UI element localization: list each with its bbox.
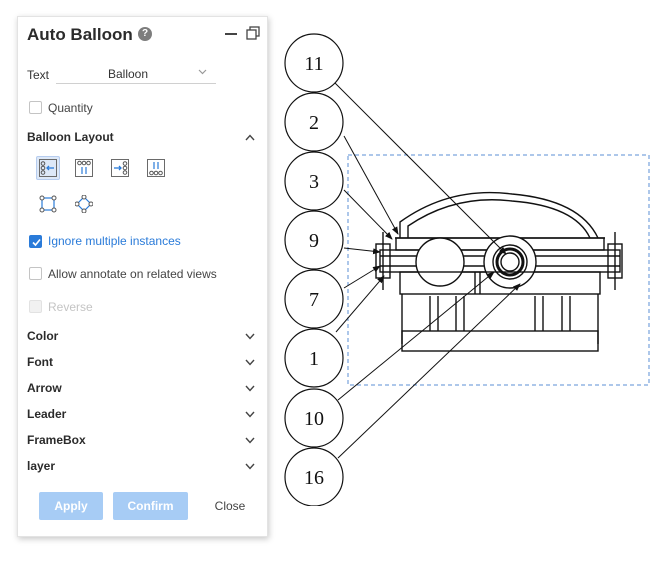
balloon-11[interactable]: 11 [284, 33, 344, 93]
balloon-layout-title: Balloon Layout [27, 130, 114, 144]
balloon-7-label: 7 [309, 289, 319, 311]
section-leader-title: Leader [27, 407, 67, 421]
reverse-checkbox [29, 300, 42, 313]
layout-rectangle-button[interactable] [36, 192, 60, 216]
layout-bottom-button[interactable] [144, 156, 168, 180]
balloon-layout-section[interactable]: Balloon Layout [27, 129, 259, 147]
text-label: Text [27, 68, 50, 82]
layout-top-button[interactable] [72, 156, 96, 180]
balloon-10[interactable]: 10 [284, 388, 344, 448]
ignore-multiple-checkbox[interactable] [29, 235, 42, 248]
balloon-2[interactable]: 2 [284, 92, 344, 152]
balloon-9[interactable]: 9 [284, 210, 344, 270]
section-layer-title: layer [27, 459, 56, 473]
section-framebox[interactable]: FrameBox [27, 432, 259, 450]
section-layer[interactable]: layer [27, 458, 259, 476]
text-select-value: Balloon [108, 67, 149, 81]
layout-right-icon [111, 159, 129, 177]
section-font-title: Font [27, 355, 53, 369]
section-color-title: Color [27, 329, 59, 343]
layout-diamond-icon [75, 195, 93, 213]
quantity-label: Quantity [48, 101, 93, 115]
section-color[interactable]: Color [27, 328, 259, 346]
balloon-7[interactable]: 7 [284, 269, 344, 329]
text-select[interactable]: Balloon [56, 65, 216, 84]
minimize-icon[interactable] [225, 33, 237, 35]
balloon-1-label: 1 [309, 348, 319, 370]
quantity-checkbox[interactable] [29, 101, 42, 114]
reverse-label: Reverse [48, 300, 93, 314]
section-framebox-title: FrameBox [27, 433, 86, 447]
section-leader[interactable]: Leader [27, 406, 259, 424]
layout-top-icon [75, 159, 93, 177]
restore-icon[interactable] [246, 26, 260, 40]
balloon-11-label: 11 [304, 53, 323, 75]
balloon-3[interactable]: 3 [284, 151, 344, 211]
gearbox-drawing[interactable] [375, 191, 623, 352]
layout-right-button[interactable] [108, 156, 132, 180]
chevron-up-icon[interactable] [245, 134, 255, 141]
layout-diamond-button[interactable] [72, 192, 96, 216]
chevron-down-icon[interactable] [245, 359, 255, 366]
balloon-16[interactable]: 16 [284, 447, 344, 506]
balloon-1[interactable]: 1 [284, 328, 344, 388]
checkmark-icon [32, 238, 41, 247]
chevron-down-icon[interactable] [245, 333, 255, 340]
layout-left-icon [39, 159, 57, 177]
chevron-down-icon[interactable] [245, 385, 255, 392]
chevron-down-icon[interactable] [245, 437, 255, 444]
layout-left-button[interactable] [36, 156, 60, 180]
chevron-down-icon[interactable] [245, 463, 255, 470]
section-font[interactable]: Font [27, 354, 259, 372]
section-arrow-title: Arrow [27, 381, 62, 395]
chevron-down-icon [198, 69, 207, 75]
drawing-canvas[interactable]: 11 2 3 9 7 1 10 16 [280, 26, 660, 506]
auto-balloon-panel: Auto Balloon ? Text Balloon Quantity Bal… [17, 16, 268, 537]
selection-frame [347, 154, 650, 386]
section-arrow[interactable]: Arrow [27, 380, 259, 398]
balloon-3-label: 3 [309, 171, 319, 193]
balloon-9-label: 9 [309, 230, 319, 252]
balloon-2-label: 2 [309, 112, 319, 134]
leader-lines [331, 79, 521, 459]
chevron-down-icon[interactable] [245, 411, 255, 418]
balloon-10-label: 10 [304, 408, 324, 430]
layout-bottom-icon [147, 159, 165, 177]
close-button[interactable]: Close [214, 499, 246, 513]
ignore-multiple-label: Ignore multiple instances [48, 234, 181, 248]
balloon-16-label: 16 [304, 467, 324, 489]
allow-annotate-label: Allow annotate on related views [48, 267, 217, 281]
layout-rectangle-icon [39, 195, 57, 213]
confirm-button[interactable]: Confirm [113, 492, 188, 520]
help-icon[interactable]: ? [138, 27, 152, 41]
allow-annotate-checkbox[interactable] [29, 267, 42, 280]
panel-title: Auto Balloon [27, 25, 133, 44]
apply-button[interactable]: Apply [39, 492, 103, 520]
